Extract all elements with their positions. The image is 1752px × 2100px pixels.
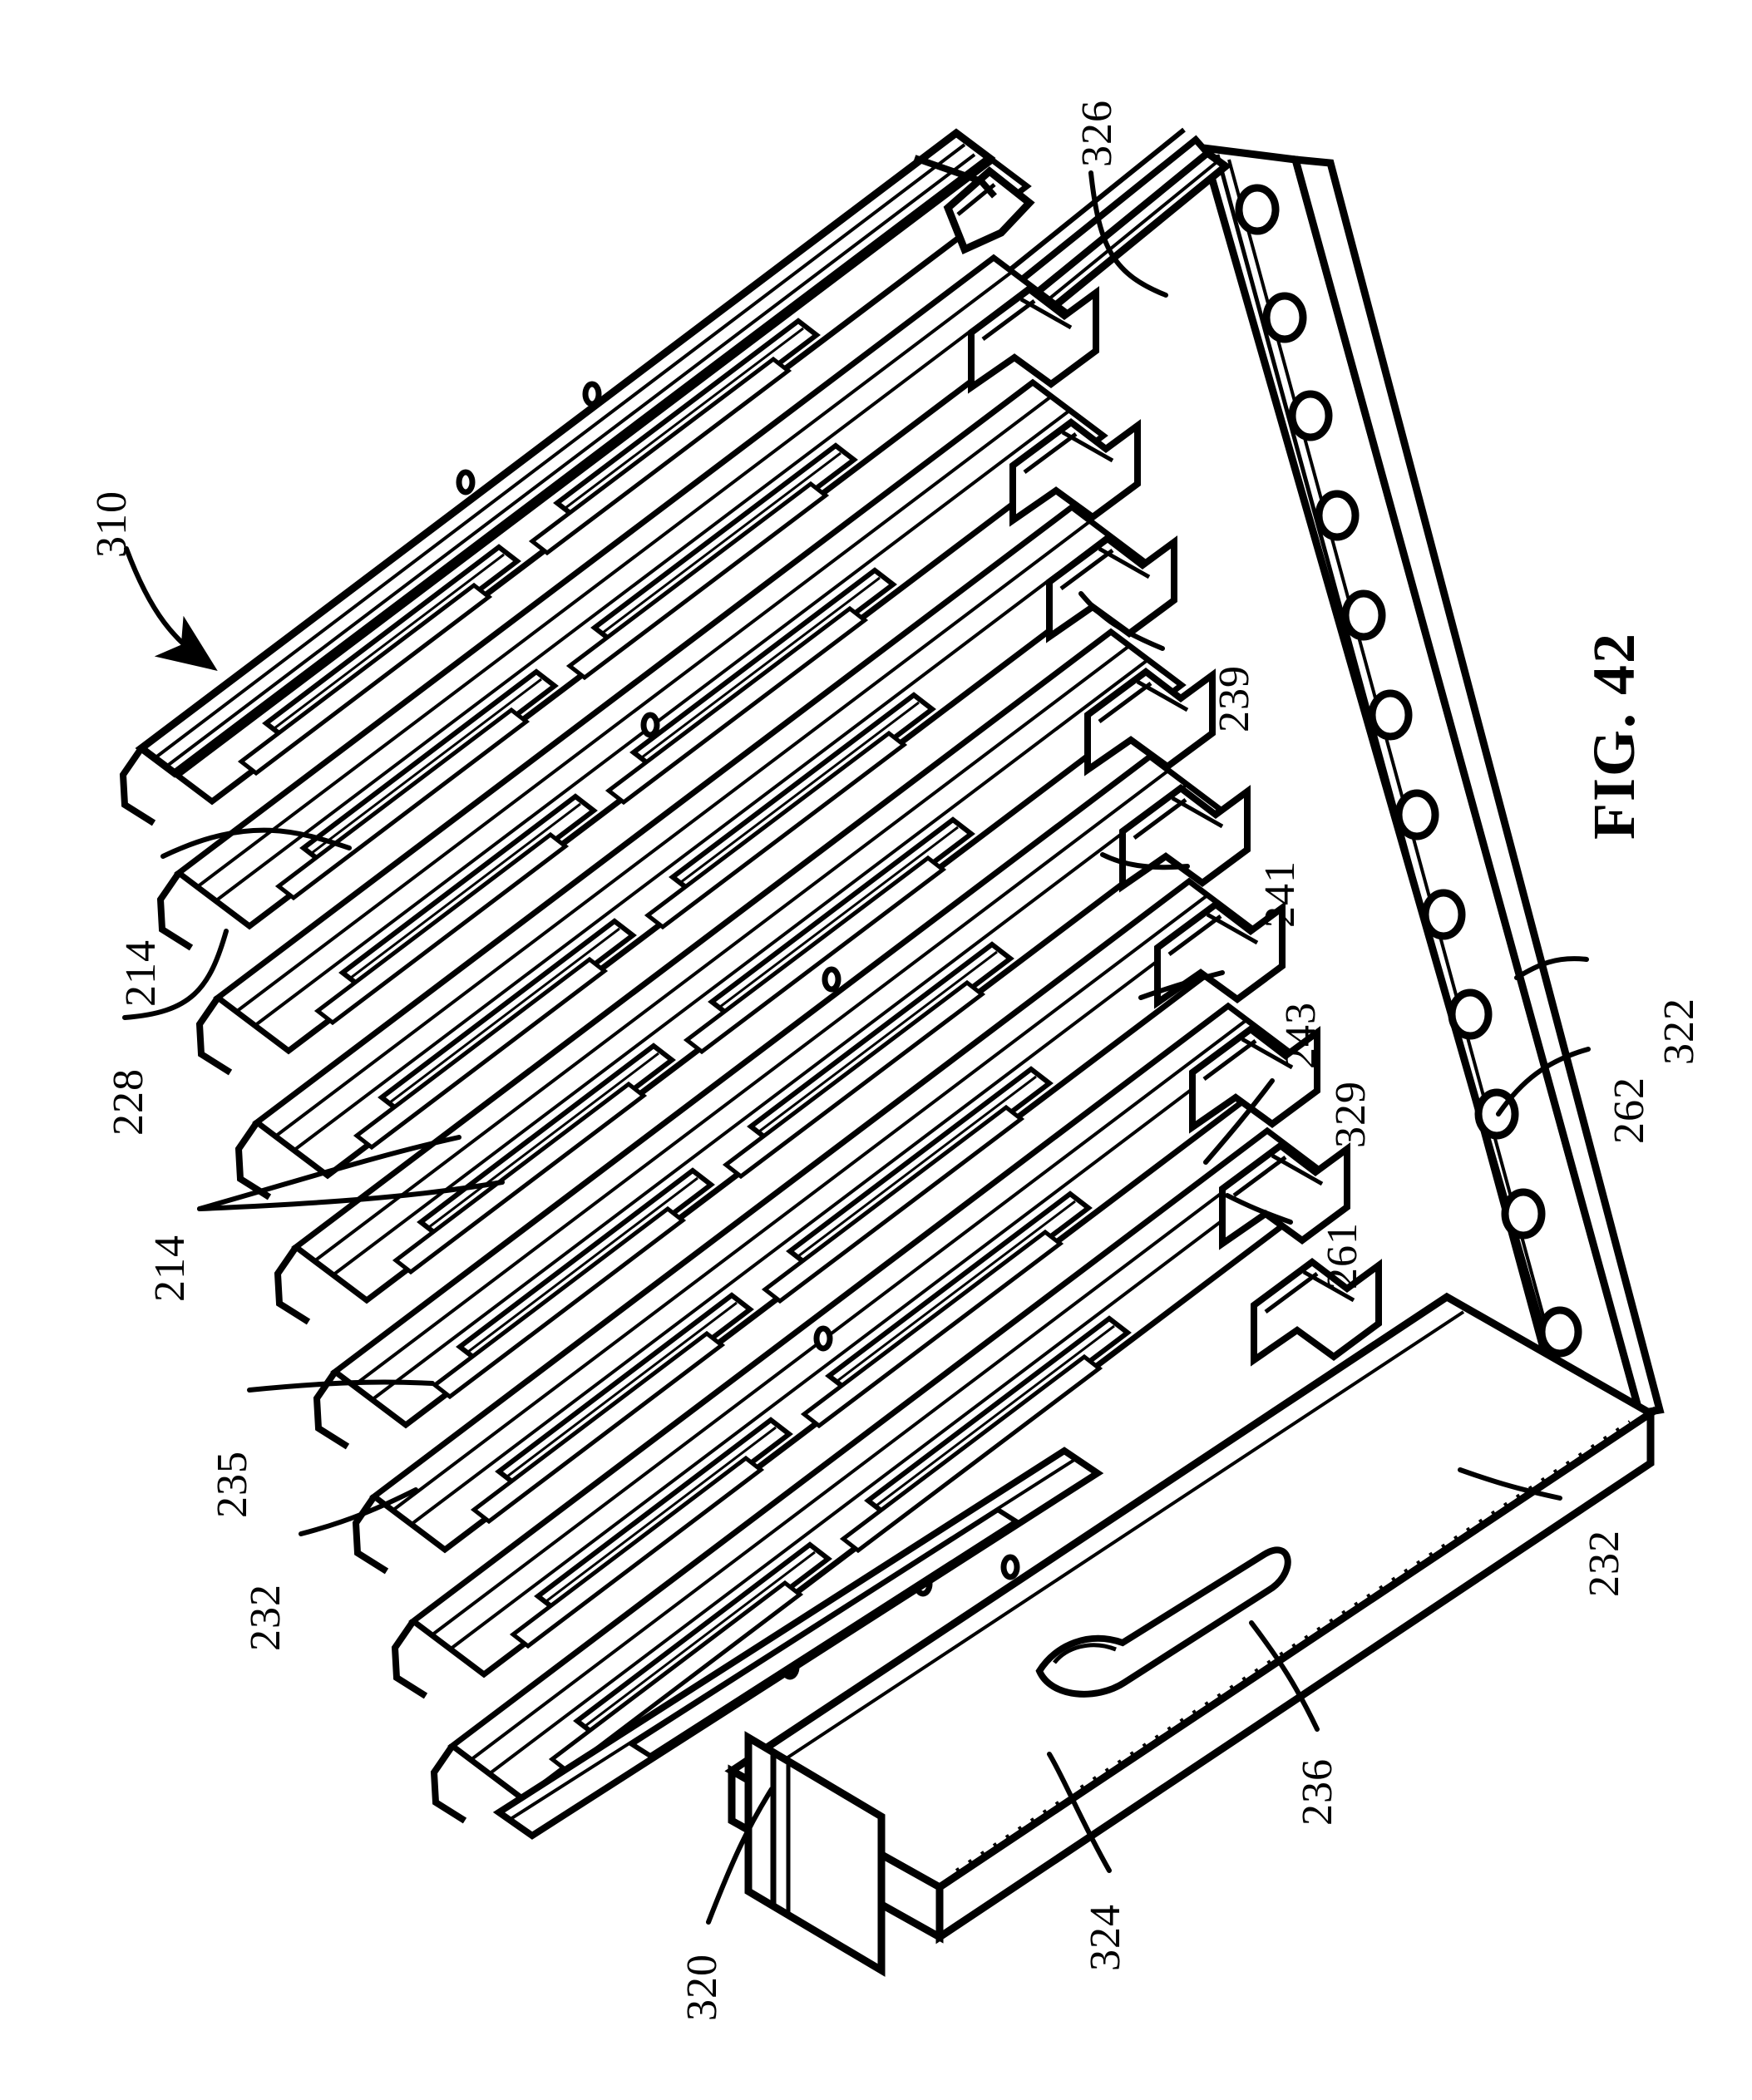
reference-numeral-228: 228 <box>105 1068 152 1136</box>
figure-caption: FIG. 42 <box>1581 632 1647 840</box>
reference-numeral-322: 322 <box>1656 998 1703 1065</box>
base-tray <box>492 1292 1658 1977</box>
reference-numeral-243: 243 <box>1277 1002 1325 1069</box>
reference-numeral-239: 239 <box>1211 665 1258 732</box>
reference-numeral-214-lower: 214 <box>146 1235 194 1302</box>
reference-numeral-214-upper: 214 <box>117 939 165 1007</box>
reference-numeral-241: 241 <box>1256 860 1304 928</box>
reference-numeral-261: 261 <box>1319 1222 1366 1289</box>
side-frame-holes <box>1235 184 1582 1358</box>
leader-lines <box>122 170 1591 1925</box>
hook-formations <box>913 155 1379 1360</box>
reference-numeral-262: 262 <box>1606 1077 1653 1144</box>
reference-numeral-235: 235 <box>209 1451 256 1518</box>
side-frame-panel <box>1197 143 1665 1418</box>
reference-numeral-324: 324 <box>1082 1904 1129 1971</box>
reference-numeral-329: 329 <box>1327 1081 1374 1148</box>
reference-numeral-236: 236 <box>1294 1758 1341 1826</box>
slat-stack <box>119 128 1338 1824</box>
reference-numeral-232-left: 232 <box>242 1584 289 1651</box>
reference-numeral-232-right: 232 <box>1581 1530 1628 1597</box>
reference-numeral-326: 326 <box>1073 100 1121 167</box>
reference-numeral-320: 320 <box>679 1954 726 2021</box>
reference-numeral-310: 310 <box>88 490 136 558</box>
